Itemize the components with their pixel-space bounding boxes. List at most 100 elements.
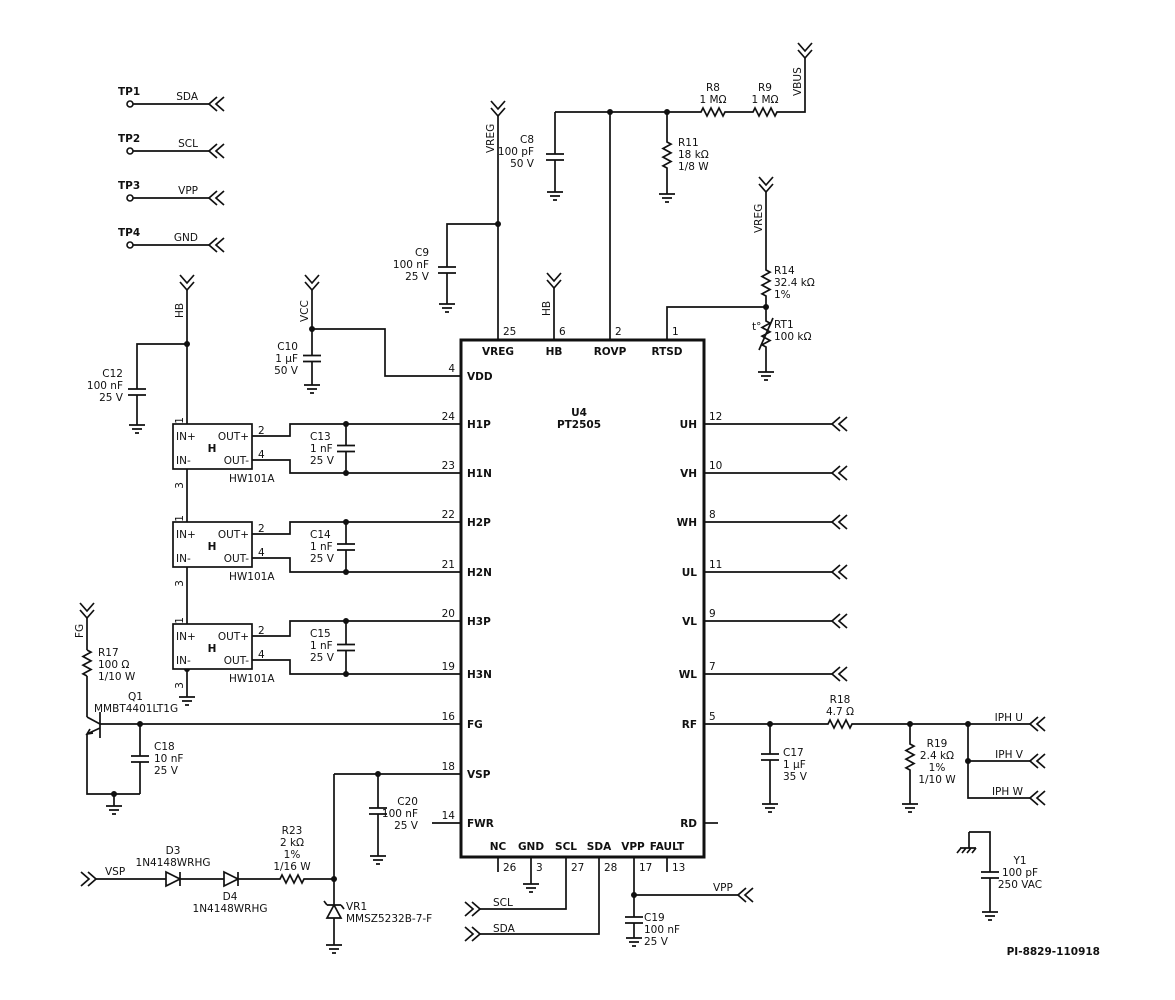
iph-v-connector: [1028, 753, 1046, 769]
pin-name: NC: [490, 841, 507, 853]
pin-name: H1N: [467, 468, 492, 480]
pin-name: GND: [518, 841, 544, 853]
r11-label: 1/8 W: [678, 161, 709, 173]
ground-symbol: [439, 303, 455, 313]
c8-label: 50 V: [510, 158, 535, 170]
pin-number: 2: [615, 326, 622, 338]
hall-pin-name: OUT+: [218, 529, 249, 541]
wire: [780, 58, 806, 113]
y1-label: 250 VAC: [998, 879, 1042, 891]
pin-number: 10: [709, 460, 722, 472]
c14-label: C14: [310, 529, 331, 541]
u4-body: [459, 338, 706, 859]
vcc-connector: [304, 274, 320, 292]
hall-pin-name: OUT-: [224, 655, 249, 667]
wire: [252, 659, 432, 675]
ground-symbol: [982, 911, 998, 921]
iph-w-connector: [1028, 790, 1046, 806]
wire: [252, 423, 432, 437]
r17-label: 100 Ω: [98, 659, 129, 671]
hall-sensor-body: [172, 521, 253, 568]
r23-label: 1%: [284, 849, 301, 861]
pin-name: FWR: [467, 818, 494, 830]
wire: [446, 223, 498, 250]
sda-connector: [464, 926, 482, 942]
pin-number: 3: [174, 580, 186, 587]
c18-label: 10 nF: [154, 753, 183, 765]
net-label: VBUS: [792, 67, 804, 96]
vsp-connector: [80, 871, 98, 887]
r9-label: 1 MΩ: [751, 94, 778, 106]
r23-label: 1/16 W: [273, 861, 311, 873]
capacitor-symbol: [128, 372, 146, 412]
r8-label: 1 MΩ: [699, 94, 726, 106]
thermistor-mark: t°: [752, 321, 761, 333]
test-point-label: TP1: [118, 86, 140, 98]
net-label: IPH U: [995, 712, 1023, 724]
net-label: IPH V: [995, 749, 1024, 761]
gate-output-connector: [830, 465, 848, 481]
vpp-connector: [736, 887, 754, 903]
c19-label: 100 nF: [644, 924, 680, 936]
pin-number: 5: [709, 711, 716, 723]
resistor-symbol: [904, 724, 916, 790]
capacitor-symbol: [625, 910, 643, 930]
hall-pin-name: IN-: [176, 553, 191, 565]
pin-name: VH: [680, 468, 697, 480]
hall-sensor-body: [172, 423, 253, 470]
d3-label: D3: [166, 845, 181, 857]
hall-symbol: H: [208, 541, 217, 553]
d4-label: 1N4148WRHG: [193, 903, 268, 915]
hall-pin-name: IN+: [176, 529, 196, 541]
pin-name: H2N: [467, 567, 492, 579]
vr1-label: MMSZ5232B-7-F: [346, 913, 432, 925]
wire: [86, 716, 101, 725]
wire: [312, 328, 432, 377]
resistor-symbol: [278, 873, 306, 885]
gate-output-connector: [830, 666, 848, 682]
resistor-symbol: [750, 106, 780, 118]
c13-label: C13: [310, 431, 331, 443]
connector-chevron: [207, 237, 225, 253]
c15-label: 25 V: [310, 652, 335, 664]
c19-label: C19: [644, 912, 665, 924]
d4-label: D4: [223, 891, 238, 903]
r23-label: R23: [282, 825, 303, 837]
wire: [480, 857, 600, 935]
ground-symbol: [523, 883, 539, 893]
wire: [480, 857, 567, 910]
net-label: SCL: [178, 138, 198, 150]
pin-number: 23: [442, 460, 455, 472]
wire: [969, 831, 991, 855]
pin-name: VL: [682, 616, 697, 628]
ground-symbol: [129, 424, 145, 434]
c13-label: 1 nF: [310, 443, 333, 455]
net-label: VSP: [105, 866, 125, 878]
capacitor-symbol: [337, 424, 355, 473]
pin-number: 20: [442, 608, 455, 620]
u4-controller-ic: U4PT2505VREG25HB6ROVP2RTSD1VDD4H1P24H1N2…: [432, 326, 722, 874]
r19-label: 1/10 W: [918, 774, 956, 786]
u4-part: PT2505: [557, 419, 601, 431]
ground-symbol: [547, 191, 563, 201]
pin-name: WH: [677, 517, 697, 529]
ground-symbol: [106, 805, 122, 815]
hall-pin-name: OUT+: [218, 431, 249, 443]
pin-name: RTSD: [651, 346, 682, 358]
c20-label: 25 V: [394, 820, 419, 832]
pin-number: 2: [258, 425, 265, 437]
c17-label: C17: [783, 747, 804, 759]
net-label: FG: [74, 624, 86, 638]
pin-number: 4: [258, 547, 265, 559]
capacitor-symbol: [981, 855, 999, 895]
r14-label: R14: [774, 265, 795, 277]
ground-symbol: [326, 944, 342, 954]
wire: [252, 521, 432, 535]
c9-label: 25 V: [405, 271, 430, 283]
wire: [967, 724, 1030, 799]
